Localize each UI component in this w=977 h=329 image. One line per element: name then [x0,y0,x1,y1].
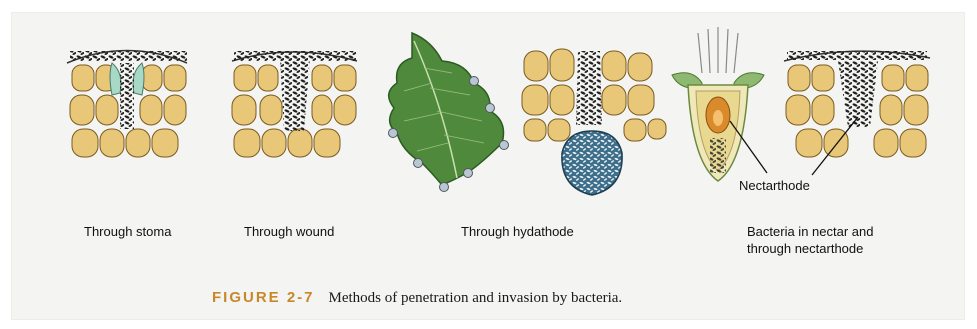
figure-panel: Nectarthode Through stoma Through wound … [11,12,965,320]
stoma-leaf-section [67,51,187,158]
holly-leaf [389,33,509,192]
hydathode-leaf-section [522,49,666,195]
nectar-label: Bacteria in nectar and through nectartho… [747,223,917,257]
nectarthode-label: Nectarthode [739,177,810,194]
stoma-label: Through stoma [84,223,171,240]
figure-number: FIGURE 2-7 [212,289,315,306]
caption-text: Methods of penetration and invasion by b… [329,290,623,306]
wound-leaf-section [232,51,357,157]
nectar-label-line-2: through nectarthode [747,240,917,257]
wound-label: Through wound [244,223,334,240]
hydathode-label: Through hydathode [461,223,574,240]
figure-caption: FIGURE 2-7 Methods of penetration and inv… [212,289,622,307]
nectar-label-line-1: Bacteria in nectar and [747,223,917,240]
bacteria-penetration-illustration [12,13,964,319]
nectarthode-leaf-section [784,51,930,157]
flower-nectary [672,27,764,181]
